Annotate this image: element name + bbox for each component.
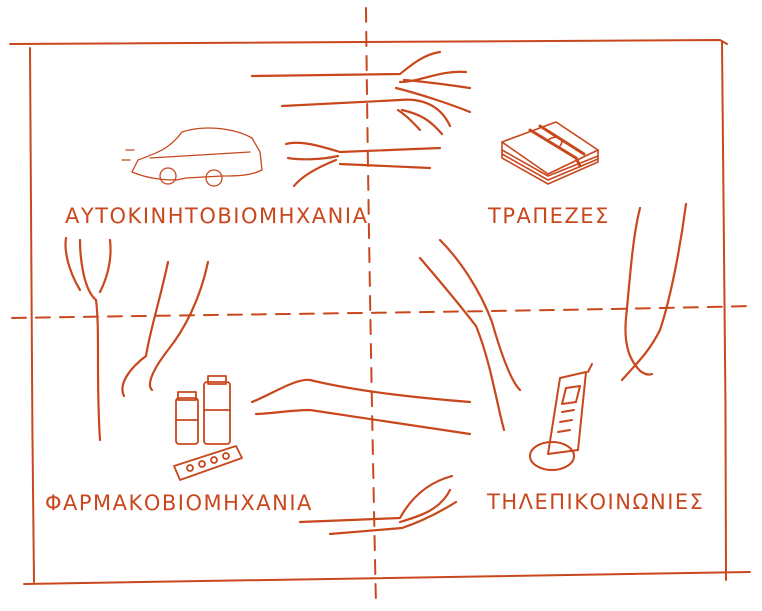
phone-icon	[529, 363, 593, 471]
label-pharmaceutical: ΦΑΡΜΑΚΟΒΙΟΜΗΧΑΝΙΑ	[45, 491, 313, 515]
hand-top-1	[250, 50, 472, 114]
hand-left-arm	[64, 236, 112, 442]
hands-group	[64, 50, 688, 536]
label-telecommunications: ΤΗΛΕΠΙΚΟΙΝΩΝΙΕΣ	[487, 490, 705, 514]
money-stack-icon	[501, 121, 599, 185]
hand-bottom	[298, 474, 458, 536]
hand-right-center	[418, 238, 522, 432]
hand-top-2	[280, 98, 452, 136]
label-banks: ΤΡΑΠΕΖΕΣ	[488, 204, 610, 228]
frame	[9, 39, 751, 585]
hand-top-3	[284, 141, 442, 188]
hand-right-arm	[620, 202, 688, 382]
car-icon	[121, 127, 263, 187]
axis-lines	[11, 7, 753, 607]
label-automotive: ΑΥΤΟΚΙΝΗΤΟΒΙΟΜΗΧΑΝΙΑ	[65, 204, 369, 228]
hand-center-bottom	[250, 378, 472, 436]
medicine-icon	[173, 375, 243, 481]
hand-center-left	[121, 260, 210, 398]
